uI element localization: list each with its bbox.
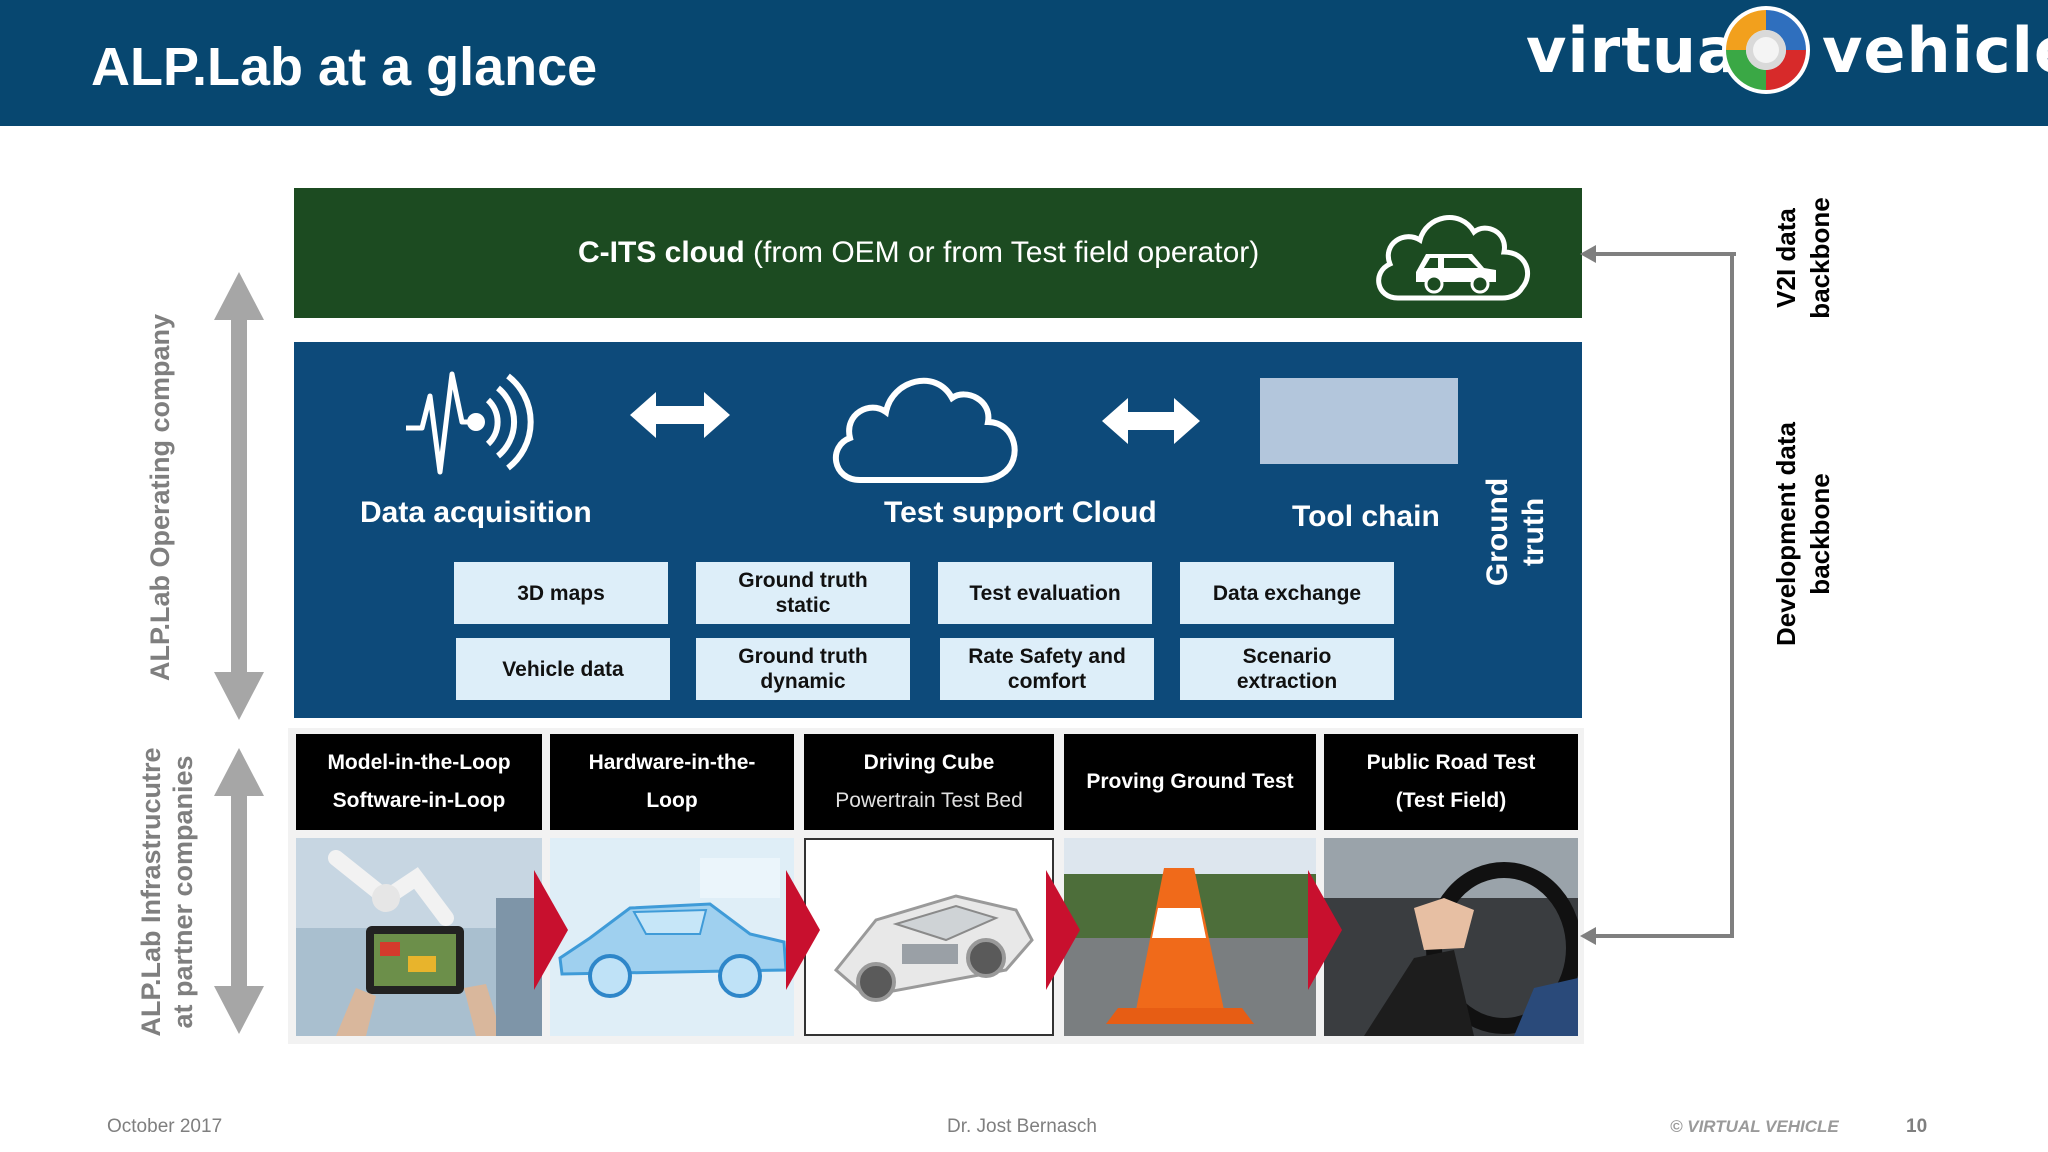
ground-truth-line1: Ground: [1481, 477, 1514, 587]
c-its-cloud-bold: C-ITS cloud: [578, 236, 745, 269]
stage-chevron-icon: [1046, 870, 1080, 990]
stage-chevron-icon: [786, 870, 820, 990]
box-line: extraction: [1236, 670, 1338, 693]
traffic-cone-image: [1064, 838, 1316, 1036]
stage-chevron-icon: [534, 870, 568, 990]
box-3d-maps: 3D maps: [454, 562, 668, 624]
c-its-cloud-rest: (from OEM or from Test field operator): [744, 236, 1260, 269]
dev-line1: Development data: [1771, 422, 1801, 646]
stage-header-mil-sil: Model-in-the-Loop Software-in-Loop: [296, 734, 542, 830]
stage-header-proving-ground: Proving Ground Test: [1064, 734, 1316, 830]
infrastructure-label-line2: at partner companies: [168, 755, 198, 1029]
cloud-car-icon: [1376, 215, 1530, 301]
double-arrow-right-icon: [1102, 398, 1200, 444]
signal-waves-icon: [406, 371, 534, 475]
stage-line2: Software-in-Loop: [332, 789, 506, 812]
stage-header-driving-cube: Driving Cube Powertrain Test Bed: [804, 734, 1054, 830]
logo-emblem-icon: [1722, 6, 1810, 94]
dev-line2: backbone: [1805, 473, 1835, 595]
stage-line1: Model-in-the-Loop: [327, 751, 511, 774]
logo-word-vehicle: vehicle: [1822, 14, 2048, 87]
xray-car-image: [550, 838, 794, 1036]
box-line: dynamic: [760, 670, 846, 693]
infrastructure-double-arrow-icon: [214, 748, 264, 1034]
footer-page-number: 10: [1906, 1116, 1928, 1137]
robot-tablet-image: [296, 838, 542, 1036]
stage-line1: Driving Cube: [863, 751, 995, 774]
slide-title: ALP.Lab at a glance: [91, 37, 598, 97]
slide-header: ALP.Lab at a glance virtual vehicle: [0, 0, 2048, 126]
footer-date: October 2017: [107, 1116, 223, 1137]
stage-line2: Powertrain Test Bed: [835, 789, 1023, 812]
box-line: static: [775, 594, 831, 617]
v2i-line2: backbone: [1805, 197, 1835, 319]
driver-hands-image: [1324, 838, 1578, 1036]
powertrain-car-image: [804, 838, 1054, 1036]
box-line: Scenario: [1242, 645, 1332, 668]
data-acquisition-heading: Data acquisition: [360, 496, 592, 529]
box-line: Ground truth: [738, 569, 868, 592]
box-line: Rate Safety and: [968, 645, 1126, 668]
virtual-vehicle-logo: virtual vehicle: [1520, 2, 2048, 112]
stage-header-hil: Hardware-in-the- Loop: [550, 734, 794, 830]
c-its-cloud-bar: C-ITS cloud (from OEM or from Test field…: [294, 188, 1582, 318]
ground-truth-line2: truth: [1517, 497, 1550, 567]
box-line: Test evaluation: [969, 581, 1121, 605]
stage-header-public-road: Public Road Test (Test Field): [1324, 734, 1578, 830]
operating-double-arrow-icon: [214, 272, 264, 720]
v2i-line1: V2I data: [1771, 208, 1801, 308]
stage-line2: Loop: [646, 789, 698, 812]
box-test-evaluation: Test evaluation: [938, 562, 1152, 624]
footer-copyright: © VIRTUAL VEHICLE: [1670, 1117, 1839, 1136]
box-line: 3D maps: [517, 581, 605, 605]
test-support-panel: Data acquisition Test support Cloud Tool…: [294, 342, 1582, 718]
double-arrow-left-icon: [630, 392, 730, 438]
box-line: Vehicle data: [502, 657, 624, 681]
c-its-cloud-text: C-ITS cloud (from OEM or from Test field…: [578, 236, 1259, 270]
logo-word-virtual: virtual: [1526, 14, 1763, 87]
stage-line1: Hardware-in-the-: [588, 751, 756, 774]
stage-line1: Proving Ground Test: [1086, 770, 1294, 793]
box-data-exchange: Data exchange: [1180, 562, 1394, 624]
stage-chevron-icon: [1308, 870, 1342, 990]
stage-line2: (Test Field): [1395, 789, 1507, 812]
infrastructure-label-line1: ALP.Lab Infrastrucutre: [136, 747, 166, 1037]
footer-author: Dr. Jost Bernasch: [947, 1116, 1097, 1137]
stage-line1: Public Road Test: [1366, 751, 1536, 774]
box-line: Ground truth: [738, 645, 868, 668]
box-line: Data exchange: [1212, 581, 1362, 605]
box-line: comfort: [1007, 670, 1087, 693]
backbone-connector-icon: [1580, 245, 1736, 945]
box-vehicle-data: Vehicle data: [456, 638, 670, 700]
cloud-icon: [832, 377, 1018, 483]
operating-company-label: ALP.Lab Operating company: [145, 313, 175, 681]
test-support-cloud-heading: Test support Cloud: [884, 496, 1157, 529]
tool-chain-image-placeholder: [1260, 378, 1458, 464]
tool-chain-heading: Tool chain: [1292, 500, 1440, 533]
